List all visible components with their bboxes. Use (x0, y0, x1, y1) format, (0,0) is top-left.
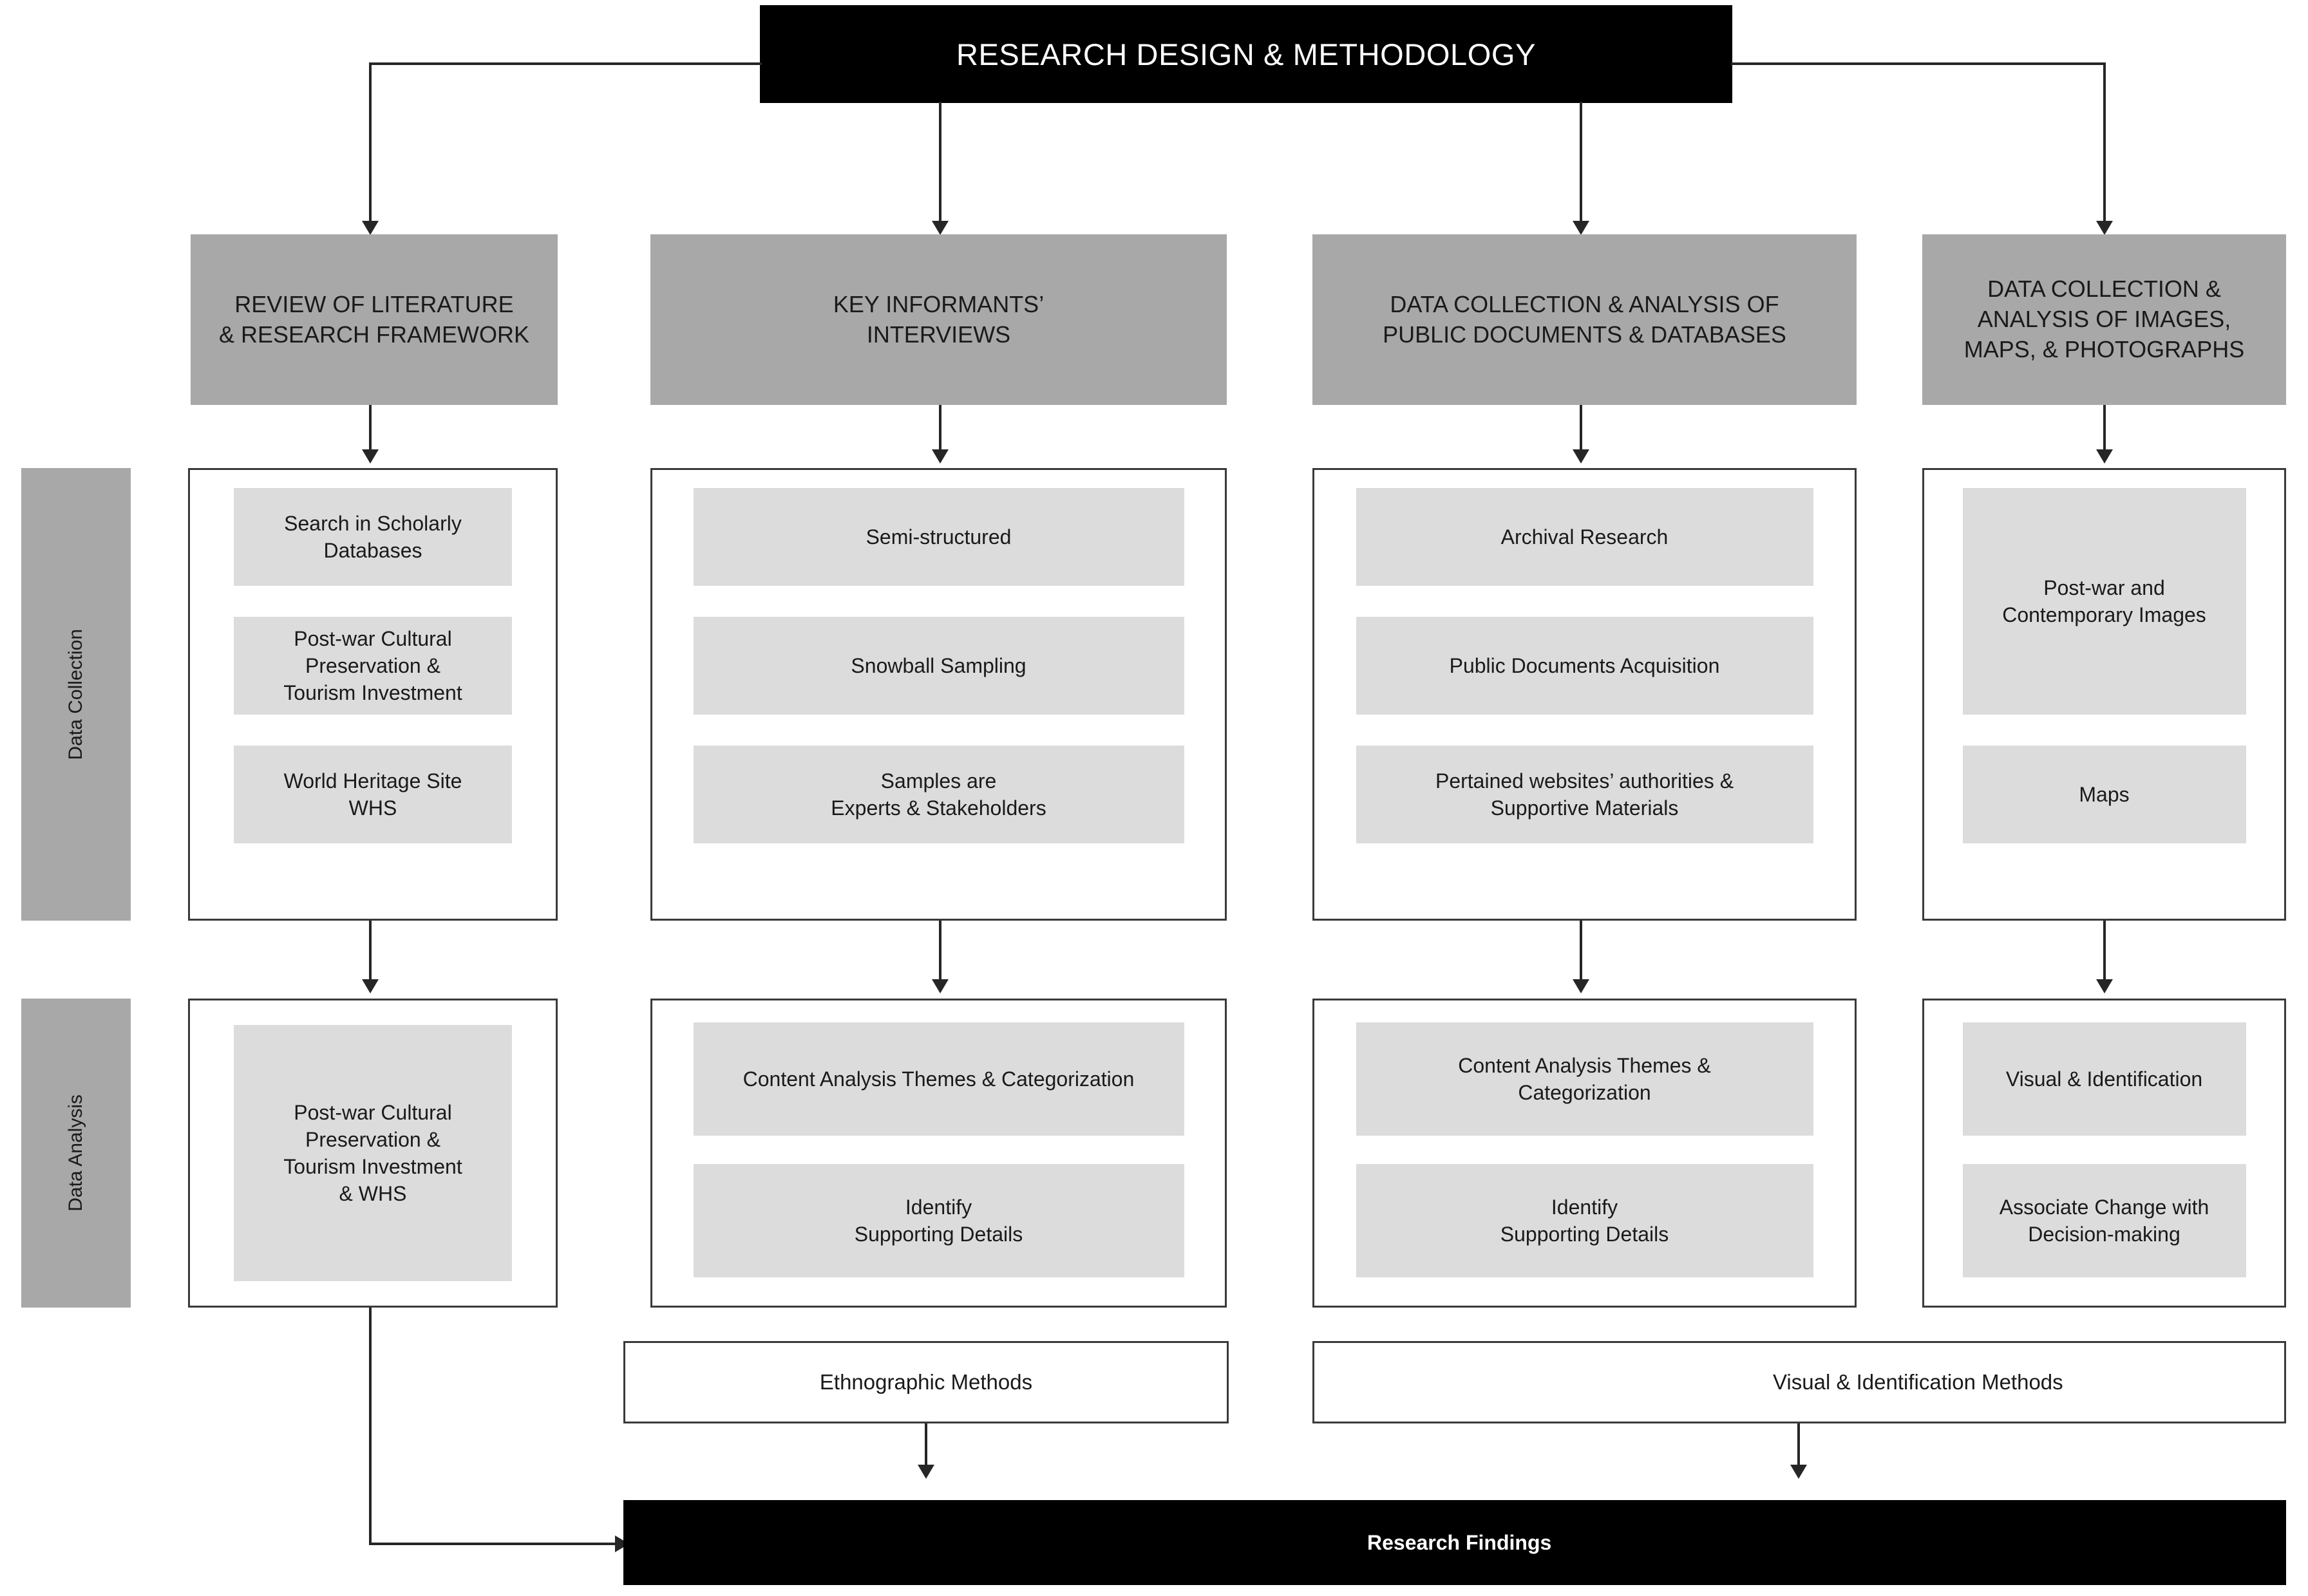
arrow-visual-findings (1790, 1465, 1807, 1479)
stage-analysis-col1: Post-war Cultural Preservation & Tourism… (188, 999, 558, 1308)
arrow-col2-collection (932, 449, 949, 464)
row-label-data-collection: Data Collection (21, 468, 131, 921)
list-item: Pertained websites’ authorities & Suppor… (1356, 746, 1813, 843)
list-item-label: Identify Supporting Details (1500, 1195, 1669, 1246)
list-item: Archival Research (1356, 488, 1813, 586)
research-findings-bar: Research Findings (623, 1500, 2286, 1585)
row-label-text: Data Analysis (65, 1094, 86, 1212)
connector-col1-collection-to-analysis (369, 921, 372, 984)
connector-ethnographic-to-findings (925, 1423, 927, 1469)
stage-collection-col4: Post-war and Contemporary Images Maps (1922, 468, 2286, 921)
list-item: World Heritage Site WHS (234, 746, 512, 843)
column-header-label: DATA COLLECTION & ANALYSIS OF PUBLIC DOC… (1383, 290, 1786, 348)
connector-col1-header-to-collection (369, 405, 372, 453)
connector-col2-collection-to-analysis (939, 921, 941, 984)
list-item: Search in Scholarly Databases (234, 488, 512, 586)
title-bar: RESEARCH DESIGN & METHODOLOGY (760, 5, 1732, 103)
list-item: Identify Supporting Details (1356, 1164, 1813, 1277)
list-item-label: World Heritage Site WHS (283, 769, 462, 820)
list-item-label: Archival Research (1500, 525, 1669, 549)
method-box-ethnographic: Ethnographic Methods (623, 1341, 1229, 1423)
list-item: Content Analysis Themes & Categorization (1356, 1022, 1813, 1136)
connector-col3-header-to-collection (1580, 405, 1582, 453)
list-item: Content Analysis Themes & Categorization (693, 1022, 1184, 1136)
list-item-label: Search in Scholarly Databases (284, 511, 462, 562)
list-item-label: Content Analysis Themes & Categorization (743, 1067, 1135, 1091)
row-label-text: Data Collection (65, 628, 86, 760)
arrow-col3-analysis (1573, 979, 1589, 993)
connector-title-to-col4-vertical (2103, 62, 2106, 229)
list-item: Samples are Experts & Stakeholders (693, 746, 1184, 843)
list-item: Visual & Identification (1962, 1022, 2246, 1136)
column-header-key-informants-interviews: KEY INFORMANTS’ INTERVIEWS (650, 234, 1227, 405)
row-label-data-analysis: Data Analysis (21, 999, 131, 1308)
list-item: Post-war Cultural Preservation & Tourism… (234, 617, 512, 715)
arrow-col3-collection (1573, 449, 1589, 464)
method-box-visual-identification: Visual & Identification Methods (1312, 1341, 2286, 1423)
arrow-col4-analysis (2096, 979, 2113, 993)
column-header-public-documents-databases: DATA COLLECTION & ANALYSIS OF PUBLIC DOC… (1312, 234, 1857, 405)
arrow-into-col2-header (932, 221, 949, 235)
list-item: Public Documents Acquisition (1356, 617, 1813, 715)
connector-col4-header-to-collection (2103, 405, 2106, 453)
list-item-label: Identify Supporting Details (854, 1195, 1023, 1246)
list-item-label: Public Documents Acquisition (1449, 653, 1720, 677)
method-box-label: Ethnographic Methods (819, 1370, 1033, 1394)
column-header-images-maps-photographs: DATA COLLECTION & ANALYSIS OF IMAGES, MA… (1922, 234, 2286, 405)
list-item-label: Post-war Cultural Preservation & Tourism… (283, 626, 462, 705)
list-item-label: Samples are Experts & Stakeholders (831, 769, 1046, 820)
title-text: RESEARCH DESIGN & METHODOLOGY (956, 37, 1537, 71)
connector-title-to-col4-horizontal (1731, 62, 2106, 65)
arrow-col4-collection (2096, 449, 2113, 464)
connector-col1-analysis-to-findings-horizontal (369, 1543, 620, 1545)
column-header-review-of-literature: REVIEW OF LITERATURE & RESEARCH FRAMEWOR… (191, 234, 558, 405)
column-header-label: DATA COLLECTION & ANALYSIS OF IMAGES, MA… (1963, 276, 2245, 362)
list-item-label: Associate Change with Decision-making (1999, 1195, 2209, 1246)
column-header-label: REVIEW OF LITERATURE & RESEARCH FRAMEWOR… (218, 290, 530, 348)
list-item-label: Content Analysis Themes & Categorization (1458, 1053, 1711, 1104)
list-item-label: Semi-structured (866, 525, 1012, 549)
list-item-label: Pertained websites’ authorities & Suppor… (1435, 769, 1734, 820)
connector-col1-analysis-to-findings-vertical (369, 1308, 372, 1545)
stage-collection-col3: Archival Research Public Documents Acqui… (1312, 468, 1857, 921)
method-box-label: Visual & Identification Methods (1773, 1370, 2063, 1394)
stage-analysis-col2: Content Analysis Themes & Categorization… (650, 999, 1227, 1308)
research-findings-label: Research Findings (1367, 1530, 1552, 1554)
connector-col3-collection-to-analysis (1580, 921, 1582, 984)
list-item: Post-war Cultural Preservation & Tourism… (234, 1025, 512, 1281)
stage-analysis-col4: Visual & Identification Associate Change… (1922, 999, 2286, 1308)
list-item: Snowball Sampling (693, 617, 1184, 715)
arrow-into-col1-header (362, 221, 379, 235)
list-item-label: Post-war and Contemporary Images (2002, 576, 2206, 626)
list-item: Post-war and Contemporary Images (1962, 488, 2246, 715)
list-item-label: Post-war Cultural Preservation & Tourism… (283, 1100, 462, 1206)
list-item-label: Snowball Sampling (851, 653, 1026, 677)
connector-title-to-col1-horizontal (369, 62, 762, 65)
arrow-col1-collection (362, 449, 379, 464)
connector-title-to-col2-vertical (939, 102, 941, 229)
column-header-label: KEY INFORMANTS’ INTERVIEWS (833, 290, 1045, 348)
stage-analysis-col3: Content Analysis Themes & Categorization… (1312, 999, 1857, 1308)
list-item: Identify Supporting Details (693, 1164, 1184, 1277)
connector-col2-header-to-collection (939, 405, 941, 453)
stage-collection-col1: Search in Scholarly Databases Post-war C… (188, 468, 558, 921)
arrow-ethnographic-findings (918, 1465, 934, 1479)
list-item: Semi-structured (693, 488, 1184, 586)
list-item-label: Visual & Identification (2005, 1067, 2203, 1091)
stage-collection-col2: Semi-structured Snowball Sampling Sample… (650, 468, 1227, 921)
connector-title-to-col1-vertical (369, 62, 372, 229)
list-item: Maps (1962, 746, 2246, 843)
list-item-label: Maps (2079, 782, 2130, 806)
list-item: Associate Change with Decision-making (1962, 1164, 2246, 1277)
arrow-into-col3-header (1573, 221, 1589, 235)
connector-title-to-col3-vertical (1580, 102, 1582, 229)
arrow-col1-analysis (362, 979, 379, 993)
arrow-into-col4-header (2096, 221, 2113, 235)
connector-visual-to-findings (1797, 1423, 1800, 1469)
arrow-col2-analysis (932, 979, 949, 993)
connector-col4-collection-to-analysis (2103, 921, 2106, 984)
